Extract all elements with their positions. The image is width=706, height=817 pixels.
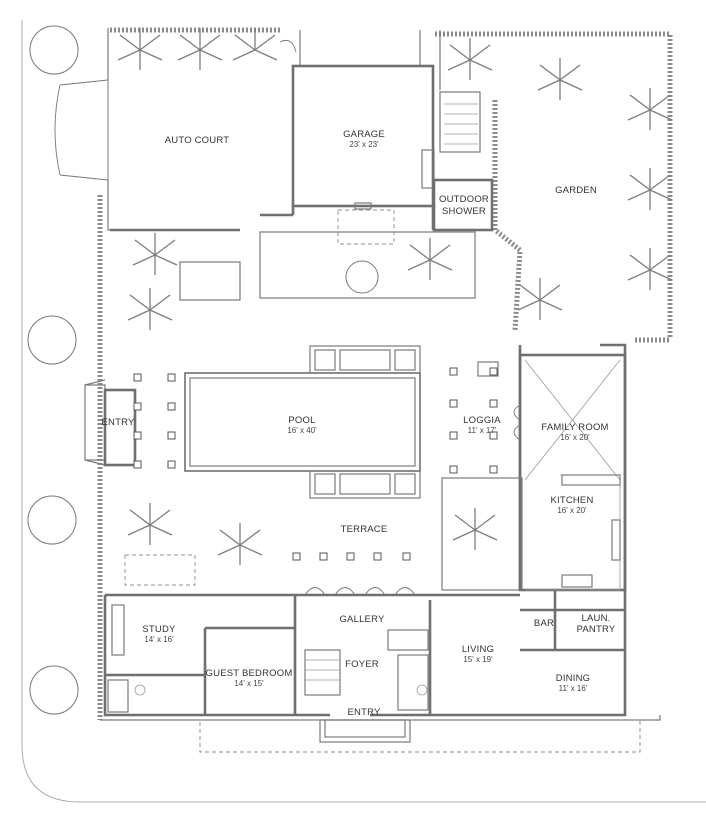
- side-entry-label: ENTRY: [101, 417, 134, 428]
- pool-columns: [133, 367, 498, 561]
- tree-icon: [27, 495, 77, 545]
- pool-basin: [184, 345, 421, 499]
- kitchen-size: 16' x 20': [557, 506, 587, 515]
- palm-icon: [452, 508, 498, 550]
- site-wall: [107, 28, 240, 231]
- tree-icon: [345, 260, 379, 294]
- gallery-doors: [304, 587, 416, 596]
- study-size: 14' x 16': [144, 635, 174, 644]
- palm-icon: [517, 278, 563, 320]
- foyer-label: FOYER: [345, 659, 379, 670]
- palm-icon: [627, 168, 673, 210]
- bar-label: BAR: [534, 618, 554, 629]
- garage-walls: [291, 64, 435, 208]
- garage-label: GARAGE: [343, 129, 385, 140]
- palm-icon: [177, 28, 223, 70]
- loggia-doors: [513, 404, 521, 441]
- pool-label: POOL: [288, 415, 315, 426]
- palm-icon: [537, 58, 583, 100]
- palm-icon: [627, 88, 673, 130]
- terrace-planter: [441, 477, 523, 591]
- family-room-ceiling: [524, 359, 621, 591]
- palm-trees: [117, 28, 673, 565]
- room-labels: AUTO COURT GARAGE 23' x 23' GARDEN OUTDO…: [101, 129, 615, 718]
- palm-icon: [447, 38, 493, 80]
- tree-icon: [27, 315, 77, 365]
- lawn: [259, 231, 476, 299]
- family-room-label: FAMILY ROOM: [541, 422, 608, 433]
- palm-icon: [132, 233, 178, 275]
- palm-icon: [232, 28, 278, 61]
- living-size: 15' x 19': [463, 655, 493, 664]
- property-line: [21, 20, 706, 803]
- outdoor-shower-label-2: SHOWER: [442, 206, 486, 217]
- living-label: LIVING: [462, 644, 494, 655]
- terrace-label: TERRACE: [341, 524, 388, 535]
- guest-bedroom-label: GUEST BEDROOM: [206, 668, 293, 679]
- palm-icon: [117, 28, 163, 70]
- gallery-label: GALLERY: [339, 614, 385, 625]
- loggia-size: 11' x 17': [468, 426, 497, 435]
- loggia-label: LOGGIA: [463, 415, 501, 426]
- garage-size: 23' x 23': [349, 140, 379, 149]
- hedges: [97, 27, 673, 720]
- tree-icon: [29, 25, 79, 75]
- family-room-size: 16' x 20': [560, 433, 590, 442]
- auto-court-gate: [54, 79, 109, 181]
- laundry-pantry-label-2: PANTRY: [577, 624, 616, 635]
- exterior-stair: [421, 91, 494, 232]
- palm-icon: [217, 523, 263, 565]
- dining-label: DINING: [556, 673, 590, 684]
- foyer-stair: [304, 629, 429, 711]
- outdoor-shower-label: OUTDOOR: [439, 194, 489, 205]
- tree-icon: [29, 665, 79, 715]
- street-trees: [27, 25, 79, 715]
- pool-size: 16' x 40': [287, 426, 317, 435]
- palm-icon: [127, 503, 173, 545]
- palm-icon: [407, 238, 453, 280]
- side-entry-porch: [84, 379, 137, 467]
- guest-bedroom-size: 14' x 15': [234, 679, 264, 688]
- dining-size: 11' x 16': [559, 684, 588, 693]
- auto-court-label: AUTO COURT: [165, 135, 229, 146]
- laundry-pantry-label: LAUN.: [582, 613, 611, 624]
- entry-steps: [199, 719, 641, 753]
- palm-icon: [627, 248, 673, 290]
- garden-label: GARDEN: [555, 185, 597, 196]
- kitchen-label: KITCHEN: [550, 495, 593, 506]
- palm-icon: [127, 288, 173, 330]
- study-bath-fixtures: [107, 604, 146, 713]
- study-label: STUDY: [142, 624, 176, 635]
- main-entry-label: ENTRY: [347, 707, 380, 718]
